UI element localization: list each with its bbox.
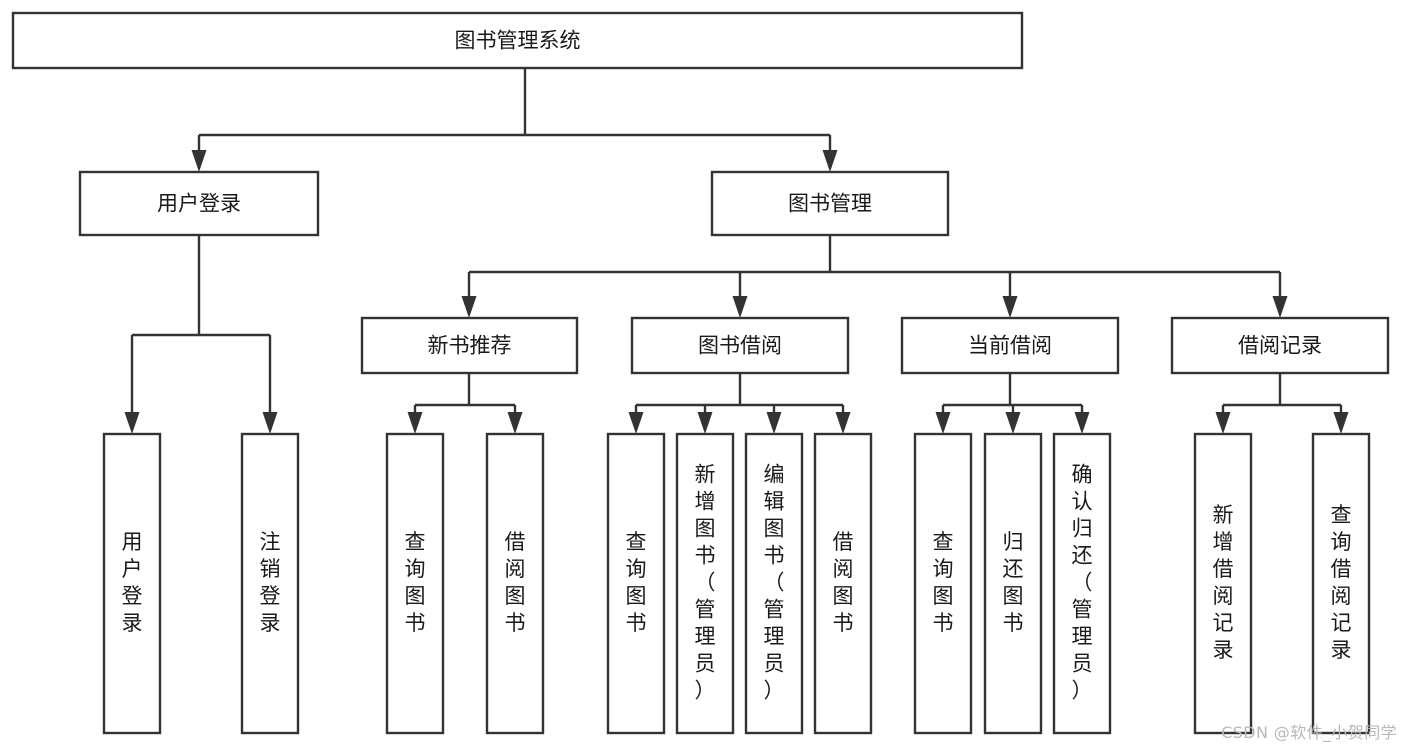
node-leaf-9-归还图书[interactable]: 归还图书 <box>983 432 1043 735</box>
node-leaf-7-借阅图书-label: 借阅图书 <box>833 530 854 635</box>
node-leaf-3-借阅图书[interactable]: 借阅图书 <box>485 432 545 735</box>
connector-layer <box>124 68 1349 434</box>
connector-root-to-level2 <box>191 68 838 172</box>
node-leaf-3-借阅图书-label: 借阅图书 <box>505 530 526 635</box>
node-l3-新书推荐[interactable]: 新书推荐 <box>360 316 579 375</box>
node-leaf-0-用户登录[interactable]: 用户登录 <box>102 432 162 735</box>
connector-userlogin-to-leaves <box>124 235 278 434</box>
node-l2-图书管理[interactable]: 图书管理 <box>710 170 950 237</box>
node-l2-用户登录-label: 用户登录 <box>157 192 241 216</box>
node-root-图书管理系统[interactable]: 图书管理系统 <box>11 11 1024 70</box>
connector-newbook-to-leaves <box>407 373 523 434</box>
node-leaf-5-新增图书管理员[interactable]: 新增图书（管理员） <box>675 432 735 735</box>
node-leaf-2-查询图书-label: 查询图书 <box>405 530 426 635</box>
node-leaf-6-编辑图书管理员[interactable]: 编辑图书（管理员） <box>744 432 804 735</box>
node-leaf-11-新增借阅记录-label: 新增借阅记录 <box>1213 503 1234 662</box>
node-leaf-2-查询图书[interactable]: 查询图书 <box>385 432 445 735</box>
node-leaf-8-查询图书[interactable]: 查询图书 <box>913 432 973 735</box>
node-l3-图书借阅[interactable]: 图书借阅 <box>630 316 850 375</box>
node-l3-当前借阅-label: 当前借阅 <box>968 334 1052 358</box>
node-l3-借阅记录-label: 借阅记录 <box>1238 334 1322 358</box>
node-l2-用户登录[interactable]: 用户登录 <box>78 170 320 237</box>
node-leaf-6-编辑图书管理员-label: 编辑图书（管理员） <box>764 463 785 703</box>
node-leaf-7-借阅图书[interactable]: 借阅图书 <box>813 432 873 735</box>
node-l3-当前借阅[interactable]: 当前借阅 <box>900 316 1120 375</box>
node-leaf-0-用户登录-label: 用户登录 <box>122 530 143 635</box>
node-leaf-8-查询图书-label: 查询图书 <box>933 530 954 635</box>
node-leaf-11-新增借阅记录[interactable]: 新增借阅记录 <box>1193 432 1253 735</box>
node-l3-新书推荐-label: 新书推荐 <box>428 334 512 358</box>
connector-currentborrow-to-leaves <box>935 373 1090 434</box>
connector-bookmgmt-to-level3 <box>461 235 1288 318</box>
node-leaf-5-新增图书管理员-label: 新增图书（管理员） <box>695 463 716 703</box>
node-leaf-12-查询借阅记录[interactable]: 查询借阅记录 <box>1311 432 1371 735</box>
node-l2-图书管理-label: 图书管理 <box>788 192 872 216</box>
connector-borrowrecord-to-leaves <box>1215 373 1349 434</box>
node-l3-借阅记录[interactable]: 借阅记录 <box>1170 316 1390 375</box>
node-l3-图书借阅-label: 图书借阅 <box>698 334 782 358</box>
node-leaf-4-查询图书[interactable]: 查询图书 <box>606 432 666 735</box>
connector-borrowbook-to-leaves <box>628 373 851 434</box>
node-root-图书管理系统-label: 图书管理系统 <box>455 29 581 53</box>
node-leaf-9-归还图书-label: 归还图书 <box>1003 530 1024 635</box>
node-leaf-10-确认归还管理员-label: 确认归还（管理员） <box>1072 463 1093 703</box>
node-leaf-12-查询借阅记录-label: 查询借阅记录 <box>1331 503 1352 662</box>
node-leaf-10-确认归还管理员[interactable]: 确认归还（管理员） <box>1052 432 1112 735</box>
node-leaf-1-注销登录[interactable]: 注销登录 <box>240 432 300 735</box>
node-leaf-1-注销登录-label: 注销登录 <box>260 530 281 635</box>
node-leaf-4-查询图书-label: 查询图书 <box>626 530 647 635</box>
